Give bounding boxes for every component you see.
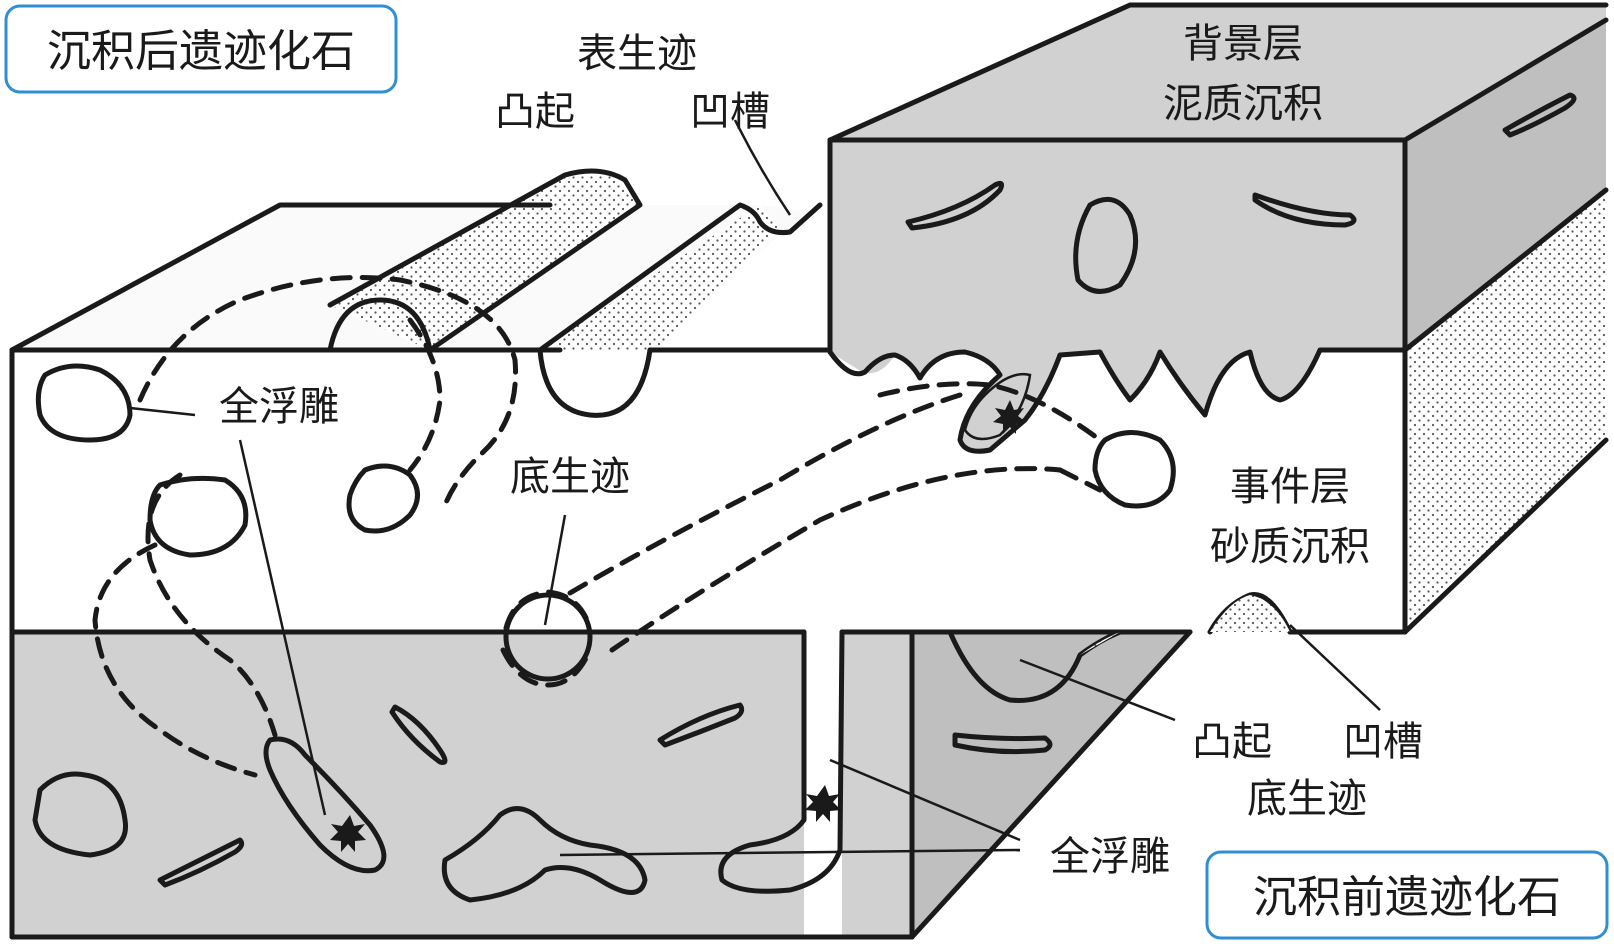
label-background-layer: 背景层 <box>1183 21 1303 67</box>
label-full-relief-upper: 全浮雕 <box>219 384 339 430</box>
event-sand-layer <box>9 168 1609 703</box>
sand-layer-traces <box>35 275 1176 778</box>
label-full-relief-lower: 全浮雕 <box>1050 834 1170 880</box>
lower-layer-burrows <box>32 629 1053 903</box>
label-groove-bottom: 凹槽 <box>1343 719 1423 765</box>
label-hypichnia-bottom: 底生迹 <box>1247 776 1367 822</box>
label-mud-deposit: 泥质沉积 <box>1163 81 1323 127</box>
lower-mud-layer <box>9 347 1193 940</box>
label-ridge-bottom: 凸起 <box>1192 719 1272 765</box>
label-hypichnia: 底生迹 <box>510 454 630 500</box>
upper-mud-block <box>827 2 1609 454</box>
leader-lines <box>129 119 1381 857</box>
pre-deposition-title: 沉积前遗迹化石 <box>1253 872 1561 923</box>
post-deposition-title-box: 沉积后遗迹化石 <box>4 4 398 94</box>
label-ridge-top: 凸起 <box>495 89 575 135</box>
label-sand-deposit: 砂质沉积 <box>1210 524 1370 570</box>
post-deposition-title: 沉积后遗迹化石 <box>47 26 355 77</box>
label-surface-trace: 表生迹 <box>577 31 697 77</box>
labels: 表生迹 凸起 凹槽 背景层 泥质沉积 全浮雕 底生迹 事件层 砂质沉积 凸起 凹… <box>219 21 1423 880</box>
label-groove-top: 凹槽 <box>690 89 770 135</box>
label-event-layer: 事件层 <box>1230 464 1350 510</box>
pre-deposition-title-box: 沉积前遗迹化石 <box>1205 850 1609 940</box>
